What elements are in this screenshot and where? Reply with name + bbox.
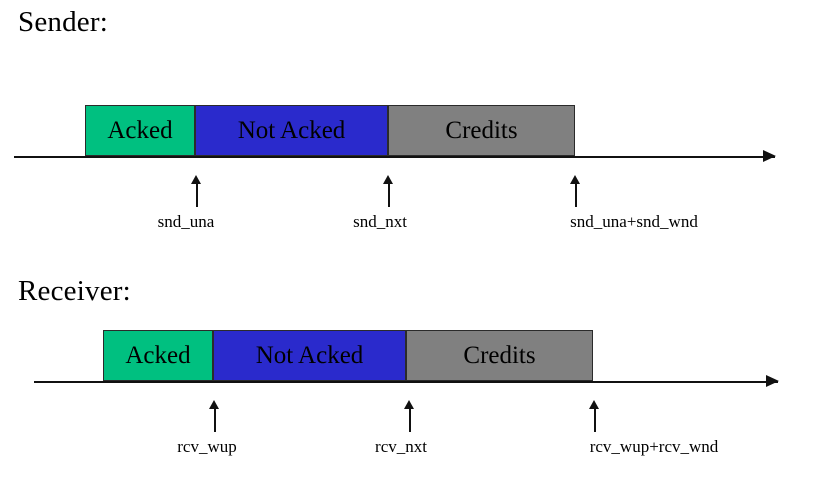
sender-pointer-snd-una-plus-snd-wnd-arrow-icon [570,175,580,184]
receiver-segment-acked-label: Acked [125,342,191,369]
sender-axis-arrow-icon [763,150,776,162]
sender-pointer-snd-una-arrow-icon [191,175,201,184]
sender-segment-not-acked-label: Not Acked [237,117,346,144]
sender-segment-not-acked: Not Acked [195,105,388,156]
receiver-pointer-rcv-nxt-stem [409,408,411,432]
sender-pointer-snd-una-stem [196,183,198,207]
receiver-segment-acked: Acked [103,330,213,381]
sender-pointer-snd-una-label: snd_una [157,212,215,231]
receiver-pointer-rcv-wup-plus-rcv-wnd-stem [594,408,596,432]
receiver-pointer-rcv-nxt-label: rcv_nxt [375,437,427,456]
sender-pointer-snd-una-plus-snd-wnd-stem [575,183,577,207]
receiver-pointer-rcv-wup-label: rcv_wup [177,437,237,456]
sender-segment-acked-label: Acked [107,117,173,144]
receiver-pointer-rcv-wup-arrow-icon [209,400,219,409]
sender-pointer-snd-nxt-arrow-icon [383,175,393,184]
sender-pointer-snd-nxt-label: snd_nxt [353,212,407,231]
receiver-section-title: Receiver: [18,275,131,307]
receiver-segment-credits: Credits [406,330,593,381]
receiver-axis-line [34,381,778,383]
sender-segment-credits: Credits [388,105,575,156]
receiver-pointer-rcv-nxt-arrow-icon [404,400,414,409]
receiver-axis-arrow-icon [766,375,779,387]
sender-axis-line [14,156,775,158]
receiver-segment-credits-label: Credits [463,342,536,369]
receiver-segment-not-acked: Not Acked [213,330,406,381]
sender-pointer-snd-nxt-stem [388,183,390,207]
sender-segment-acked: Acked [85,105,195,156]
sender-section-title: Sender: [18,6,108,38]
sender-segment-credits-label: Credits [445,117,518,144]
sender-pointer-snd-una-plus-snd-wnd-label: snd_una+snd_wnd [570,212,698,231]
receiver-pointer-rcv-wup-plus-rcv-wnd-arrow-icon [589,400,599,409]
receiver-pointer-rcv-wup-plus-rcv-wnd-label: rcv_wup+rcv_wnd [589,437,719,456]
receiver-pointer-rcv-wup-stem [214,408,216,432]
receiver-segment-not-acked-label: Not Acked [255,342,364,369]
